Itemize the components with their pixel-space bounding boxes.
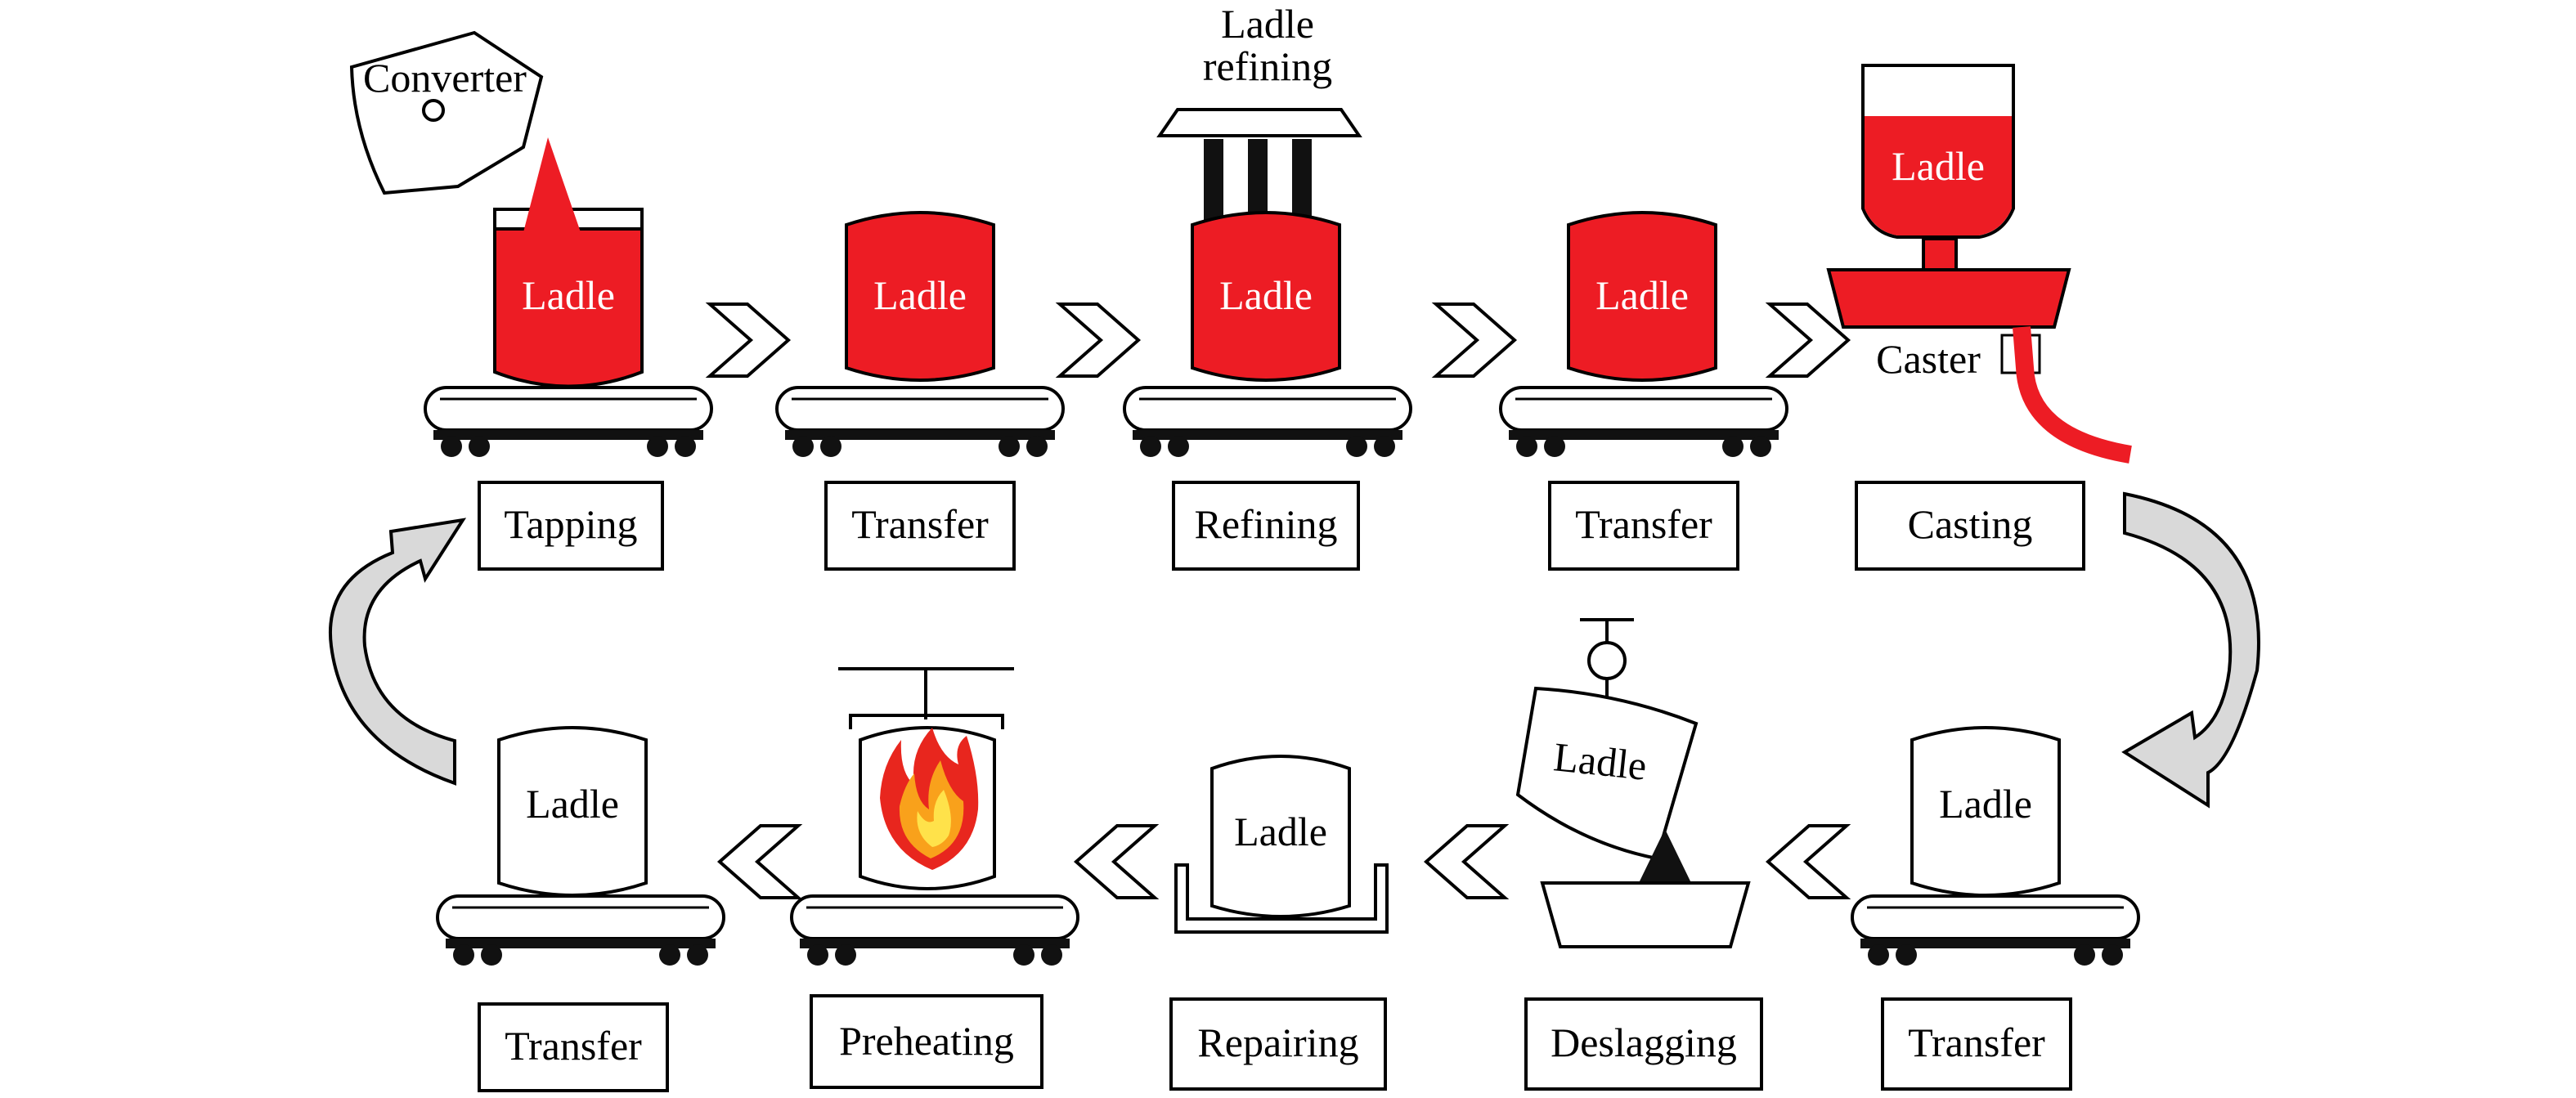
step-box-refining: Refining xyxy=(1172,481,1360,571)
return-chevron-1 xyxy=(718,824,800,899)
transfer-cart-1 xyxy=(775,386,1065,459)
transfer-station-1: Ladle xyxy=(775,211,1065,459)
slag-pile xyxy=(1637,829,1693,886)
refining-hood xyxy=(1156,108,1362,137)
step-box-tapping: Tapping xyxy=(478,481,664,571)
transfer-station-2: Ladle xyxy=(1499,211,1788,459)
tapping-cart xyxy=(424,386,713,459)
casting-ladle-label: Ladle xyxy=(1892,143,1985,189)
tundish xyxy=(1826,268,2071,329)
preheat-cover xyxy=(849,714,1004,729)
step-box-deslagging: Deslagging xyxy=(1524,997,1763,1091)
flow-chevron-3 xyxy=(1434,303,1516,378)
empty-ladle-transfer-1-label: Ladle xyxy=(526,781,619,827)
electrode-1 xyxy=(1204,139,1223,221)
curved-arrow-left xyxy=(329,518,467,786)
casting-ladle-melt xyxy=(1865,116,2012,235)
slag-pot xyxy=(1540,881,1751,948)
transfer-cart-2 xyxy=(1499,386,1788,459)
return-chevron-2 xyxy=(1075,824,1156,899)
converter-vessel xyxy=(349,30,544,195)
transfer-ladle-2 xyxy=(1567,211,1717,382)
step-box-transfer-1: Transfer xyxy=(824,481,1016,571)
return-chevron-4 xyxy=(1766,824,1848,899)
preheating-station xyxy=(790,667,1079,967)
electrode-3 xyxy=(1292,139,1312,221)
transfer-ladle-2-label: Ladle xyxy=(1595,272,1689,318)
tilted-ladle xyxy=(1515,686,1699,861)
step-box-preheating: Preheating xyxy=(810,994,1043,1089)
step-label-repairing: Repairing xyxy=(1197,1020,1358,1065)
curved-arrow-right xyxy=(2121,491,2260,809)
ladle-refining-label-2: refining xyxy=(1203,43,1332,89)
step-label-deslagging: Deslagging xyxy=(1551,1020,1737,1065)
return-cart-1 xyxy=(436,894,725,967)
refining-cart xyxy=(1123,386,1412,459)
ladle-refining-label-1: Ladle xyxy=(1221,1,1314,47)
step-box-repairing: Repairing xyxy=(1169,997,1387,1091)
refining-station: Ladle refining Ladle xyxy=(1123,1,1412,459)
electrode-2 xyxy=(1248,139,1268,221)
return-cart-2 xyxy=(1851,894,2140,967)
step-label-return-transfer-1: Transfer xyxy=(505,1023,642,1069)
refining-ladle-label: Ladle xyxy=(1219,272,1313,318)
converter-label: Converter xyxy=(363,55,527,101)
return-transfer-station-2: Ladle xyxy=(1851,726,2140,967)
caster-label: Caster xyxy=(1876,336,1981,382)
step-box-casting: Casting xyxy=(1855,481,2085,571)
empty-ladle-transfer-2 xyxy=(1910,726,2061,897)
repairing-station: Ladle xyxy=(1174,755,1389,934)
return-chevron-3 xyxy=(1425,824,1506,899)
molten-stream xyxy=(523,137,581,232)
crane-hook xyxy=(1587,641,1627,680)
step-box-transfer-2: Transfer xyxy=(1548,481,1739,571)
step-label-casting: Casting xyxy=(1908,501,2033,547)
step-label-return-transfer-2: Transfer xyxy=(1908,1020,2045,1065)
repair-ladle-label: Ladle xyxy=(1234,809,1327,854)
step-label-refining: Refining xyxy=(1195,501,1338,547)
converter-tap-hole xyxy=(422,99,445,122)
repair-stand xyxy=(1174,863,1389,934)
empty-ladle-transfer-2-label: Ladle xyxy=(1939,781,2032,827)
step-label-transfer-2: Transfer xyxy=(1575,501,1712,547)
step-box-return-transfer-2: Transfer xyxy=(1881,997,2072,1091)
step-label-preheating: Preheating xyxy=(839,1018,1014,1064)
step-label-tapping: Tapping xyxy=(504,501,637,547)
preheat-cart xyxy=(790,894,1079,967)
tilted-ladle-label: Ladle xyxy=(1551,733,1649,789)
empty-ladle-transfer-1 xyxy=(497,726,648,897)
refining-ladle xyxy=(1191,211,1341,382)
repair-ladle xyxy=(1210,755,1351,918)
tapping-station: Converter Ladle xyxy=(349,30,713,459)
deslagging-station: Ladle xyxy=(1515,618,1751,948)
flame-core xyxy=(917,790,951,847)
return-transfer-station-1: Ladle xyxy=(436,726,725,967)
flow-chevron-1 xyxy=(708,303,790,378)
casting-station: Ladle Caster xyxy=(1826,64,2132,464)
transfer-ladle-1-label: Ladle xyxy=(873,272,967,318)
flow-chevron-4 xyxy=(1768,303,1850,378)
tapping-ladle-label: Ladle xyxy=(522,272,615,318)
step-box-return-transfer-1: Transfer xyxy=(478,1002,669,1092)
flow-chevron-2 xyxy=(1058,303,1140,378)
transfer-ladle-1 xyxy=(845,211,995,382)
strand xyxy=(2013,326,2132,464)
step-label-transfer-1: Transfer xyxy=(851,501,989,547)
